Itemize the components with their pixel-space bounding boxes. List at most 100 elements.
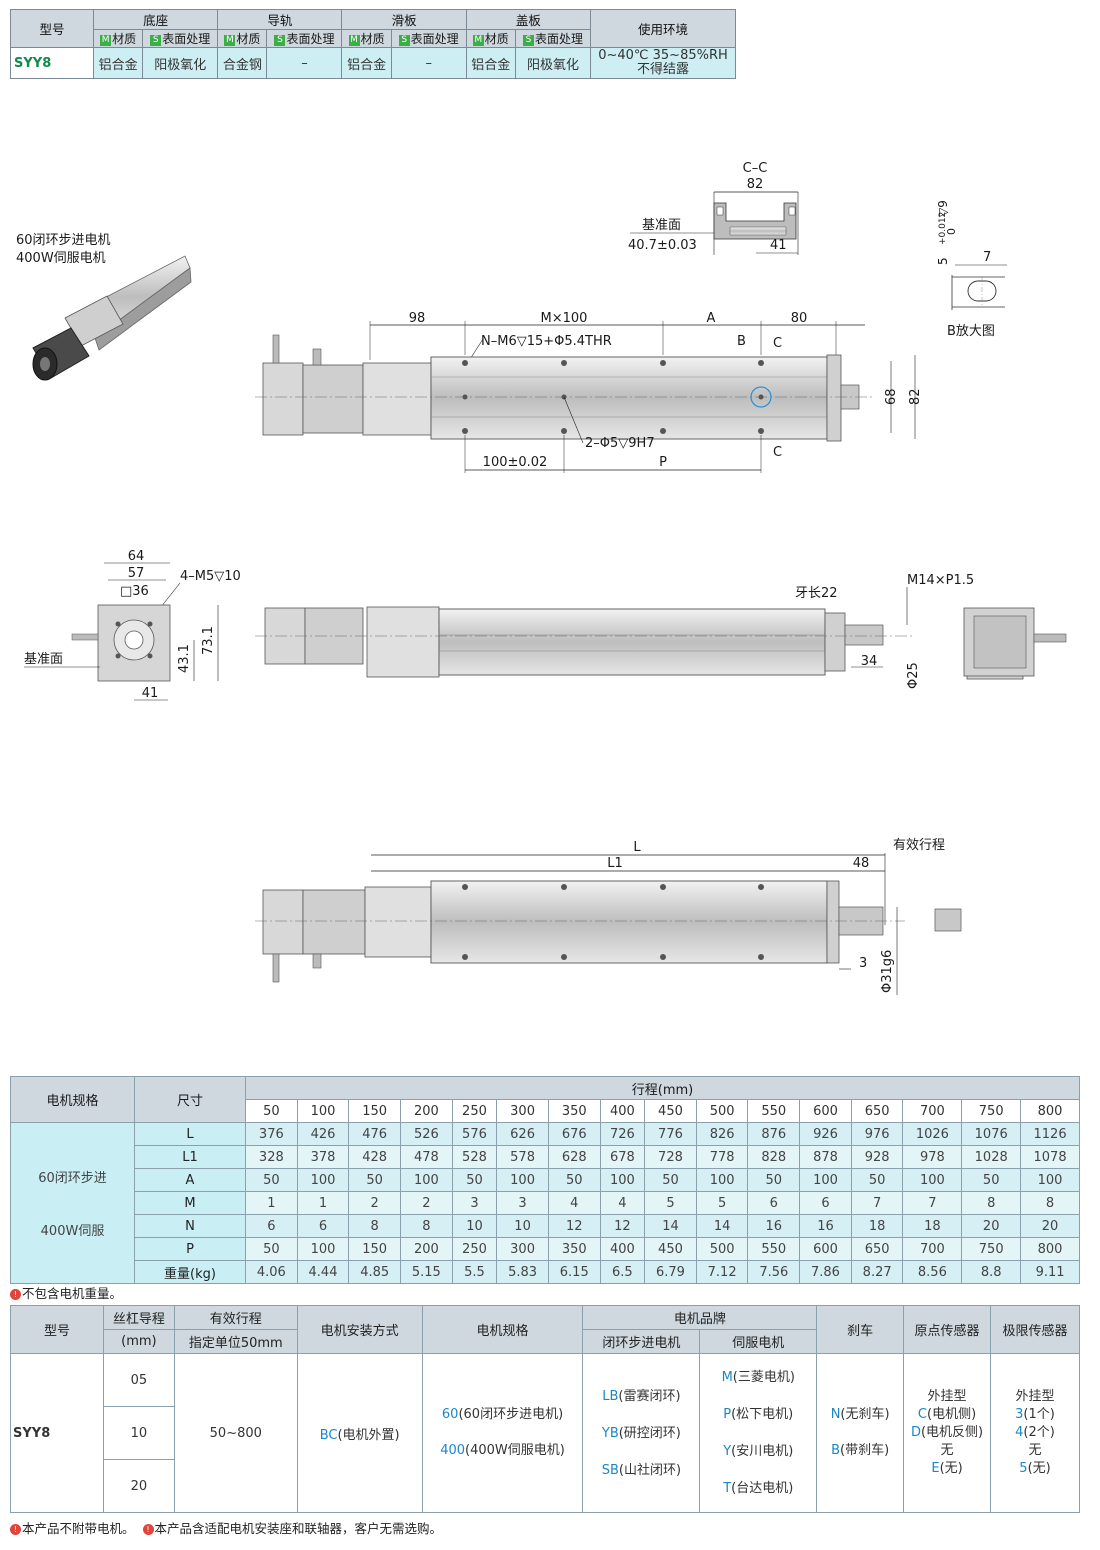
- stroke-value-header: 450: [644, 1099, 697, 1123]
- order-header-model: 型号: [10, 1305, 104, 1354]
- stroke-cell: 100: [695, 1168, 749, 1192]
- order-header-step: 闭环步进电机: [582, 1329, 701, 1354]
- sub-label: 材质: [236, 32, 261, 46]
- stroke-cell: 6: [245, 1214, 298, 1238]
- end-dim-41: 41: [142, 686, 159, 701]
- motor-group-line-1: 60闭环步进: [38, 1171, 107, 1186]
- spec-code: 400: [440, 1443, 466, 1458]
- stroke-cell: 350: [547, 1237, 601, 1261]
- stroke-row-key: P: [134, 1237, 246, 1261]
- order-header-limit: 极限传感器: [990, 1305, 1080, 1354]
- dim-80: 80: [791, 311, 808, 326]
- stroke-cell: 478: [400, 1145, 453, 1169]
- limit-desc: (2个): [1023, 1425, 1055, 1440]
- stroke-cell: 928: [850, 1145, 904, 1169]
- stroke-cell: 2: [348, 1191, 402, 1215]
- order-header-eff-1: 有效行程: [173, 1305, 298, 1330]
- b-dia-5: 5: [936, 257, 950, 265]
- stroke-cell: 826: [695, 1122, 749, 1146]
- servo-option: Y(安川电机): [700, 1433, 816, 1470]
- stroke-cell: 426: [296, 1122, 350, 1146]
- b-detail-drawing: +0.012 0 5 ▽9 7 B放大图: [936, 200, 1007, 339]
- origin-desc: (电机侧): [927, 1407, 977, 1422]
- order-lead-10: 10: [102, 1406, 175, 1460]
- cc-width-82: 82: [747, 177, 764, 192]
- stroke-value-header: 650: [850, 1099, 904, 1123]
- motor-caption-line2: 400W伺服电机: [16, 251, 106, 266]
- end-dim-431: 43.1: [177, 644, 192, 673]
- b-tolerance-zero: 0: [945, 228, 958, 235]
- spec-rail-material: 合金钢: [217, 47, 268, 79]
- spec-code: 60: [441, 1407, 459, 1422]
- origin-option-c: C(电机侧): [904, 1406, 990, 1424]
- section-c-bottom: C: [773, 445, 782, 460]
- limit-desc: (1个): [1023, 1407, 1055, 1422]
- order-mount: BC(电机外置): [296, 1353, 423, 1513]
- stroke-cell: 700: [902, 1237, 963, 1261]
- origin-none: 无: [940, 1443, 954, 1458]
- stroke-cell: 18: [902, 1214, 963, 1238]
- servo-code: Y: [723, 1444, 732, 1459]
- stroke-cell: 6: [296, 1214, 350, 1238]
- order-header-servo: 伺服电机: [699, 1329, 818, 1354]
- spec-option: 400(400W伺服电机): [423, 1433, 583, 1469]
- order-servo: M(三菱电机) P(松下电机) Y(安川电机) T(台达电机): [699, 1353, 818, 1513]
- stroke-cell: 1078: [1020, 1145, 1080, 1169]
- spec-cover-material: 铝合金: [465, 47, 516, 79]
- motor-end-view: [963, 607, 1067, 677]
- origin-title: 外挂型: [927, 1389, 967, 1404]
- sub-label: 材质: [112, 32, 137, 46]
- dim-3: 3: [859, 956, 867, 971]
- sub-label: 表面处理: [286, 32, 335, 46]
- env-line-2: 不得结露: [636, 62, 689, 77]
- stroke-row-key: L1: [134, 1145, 246, 1169]
- m-badge: M: [472, 35, 484, 46]
- stroke-cell: 200: [400, 1237, 453, 1261]
- step-option: YB(研控闭环): [583, 1415, 699, 1452]
- stroke-cell: 4.85: [348, 1260, 402, 1284]
- brake-option: B(带刹车): [817, 1433, 903, 1469]
- stroke-value-header: 750: [961, 1099, 1022, 1123]
- order-lead-05: 05: [102, 1353, 175, 1407]
- stroke-cell: 300: [496, 1237, 549, 1261]
- stroke-cell: 378: [296, 1145, 350, 1169]
- stroke-cell: 650: [850, 1237, 904, 1261]
- stroke-cell: 50: [850, 1168, 904, 1192]
- s-badge: S: [522, 35, 534, 46]
- effective-stroke: 有效行程: [893, 838, 945, 853]
- limit-option-5: 5(无): [991, 1460, 1079, 1478]
- stroke-cell: 18: [850, 1214, 904, 1238]
- stroke-cell: 50: [747, 1168, 801, 1192]
- servo-code: M: [721, 1370, 733, 1385]
- stroke-cell: 628: [547, 1145, 601, 1169]
- dim-68: 68: [884, 388, 899, 405]
- stroke-cell: 576: [451, 1122, 498, 1146]
- brake-code: B: [831, 1443, 841, 1458]
- stroke-cell: 3: [451, 1191, 498, 1215]
- holes-callout: N–M6▽15+Φ5.4THR: [481, 334, 612, 349]
- stroke-cell: 726: [599, 1122, 646, 1146]
- end-reference-label: 基准面: [24, 652, 63, 667]
- stroke-cell: 100: [400, 1168, 453, 1192]
- servo-desc: (松下电机): [731, 1407, 794, 1422]
- stroke-value-header: 350: [547, 1099, 601, 1123]
- stroke-cell: 7.86: [799, 1260, 852, 1284]
- stroke-value-header: 100: [296, 1099, 350, 1123]
- warning-icon: !: [142, 1524, 154, 1535]
- b-depth-9: ▽9: [936, 200, 950, 217]
- stroke-row-key: 重量(kg): [134, 1260, 246, 1284]
- step-desc: (山社闭环): [618, 1462, 682, 1478]
- stroke-cell: 528: [451, 1145, 498, 1169]
- order-header-origin: 原点传感器: [903, 1305, 991, 1354]
- stroke-cell: 12: [599, 1214, 646, 1238]
- limit-code: 5: [1019, 1461, 1028, 1476]
- stroke-row-key: M: [134, 1191, 246, 1215]
- origin-option-d: D(电机反侧): [904, 1424, 990, 1442]
- dim-m100: M×100: [541, 311, 588, 326]
- stroke-cell: 6: [747, 1191, 801, 1215]
- stroke-cell: 626: [496, 1122, 549, 1146]
